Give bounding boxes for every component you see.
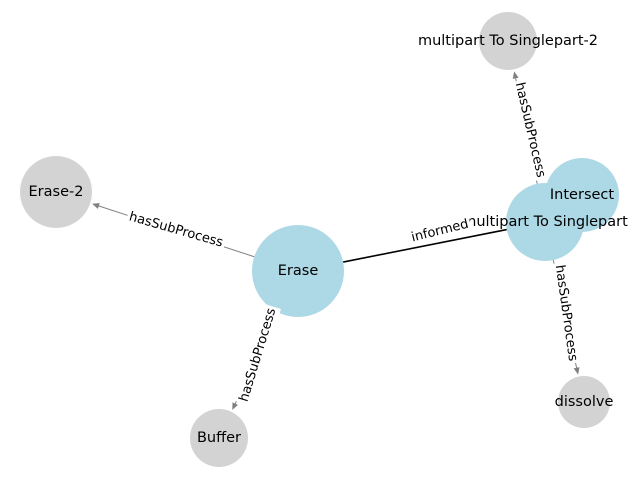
edge-label-e-m2s-m2s2: hasSubProcess [510, 78, 550, 182]
node-erase2[interactable] [20, 156, 92, 228]
node-label-dissolve: dissolve [555, 394, 614, 410]
edge-arrowhead-e-m2s-dissolve [573, 367, 580, 375]
node-label-m2s: multipart To Singlepart [462, 214, 628, 230]
edge-label-background [125, 207, 228, 253]
node-m2s2[interactable] [479, 12, 537, 70]
edge-label-e-erase-erase2: hasSubProcess [125, 207, 228, 253]
edge-label-background [550, 261, 582, 365]
edge-label-e-m2s-dissolve: hasSubProcess [550, 261, 582, 365]
node-label-erase2: Erase-2 [29, 184, 84, 200]
edge-arrowhead-e-erase-erase2 [92, 203, 100, 209]
edge-label-background [235, 303, 281, 406]
edge-label-text: informed [410, 217, 470, 246]
edge-label-e-erase-buffer: hasSubProcess [235, 303, 281, 406]
node-label-m2s2: multipart To Singlepart-2 [418, 33, 598, 49]
edge-arrowhead-e-erase-buffer [232, 402, 238, 410]
node-dissolve[interactable] [558, 376, 610, 428]
node-erase[interactable] [252, 225, 344, 317]
edge-label-background [407, 215, 473, 247]
node-label-buffer: Buffer [197, 430, 241, 446]
edge-label-text: hasSubProcess [552, 264, 580, 362]
edges-layer [92, 71, 580, 410]
edge-label-text: hasSubProcess [237, 306, 280, 403]
edge-arrowhead-e-m2s-m2s2 [512, 71, 519, 79]
edge-label-background [510, 78, 550, 182]
edge-line-e-erase-m2s [342, 228, 507, 263]
edge-label-text: hasSubProcess [127, 209, 225, 250]
node-buffer[interactable] [190, 409, 248, 467]
node-m2s[interactable] [506, 183, 584, 261]
node-label-intersect: Intersect [550, 187, 614, 203]
node-label-erase: Erase [278, 263, 319, 279]
